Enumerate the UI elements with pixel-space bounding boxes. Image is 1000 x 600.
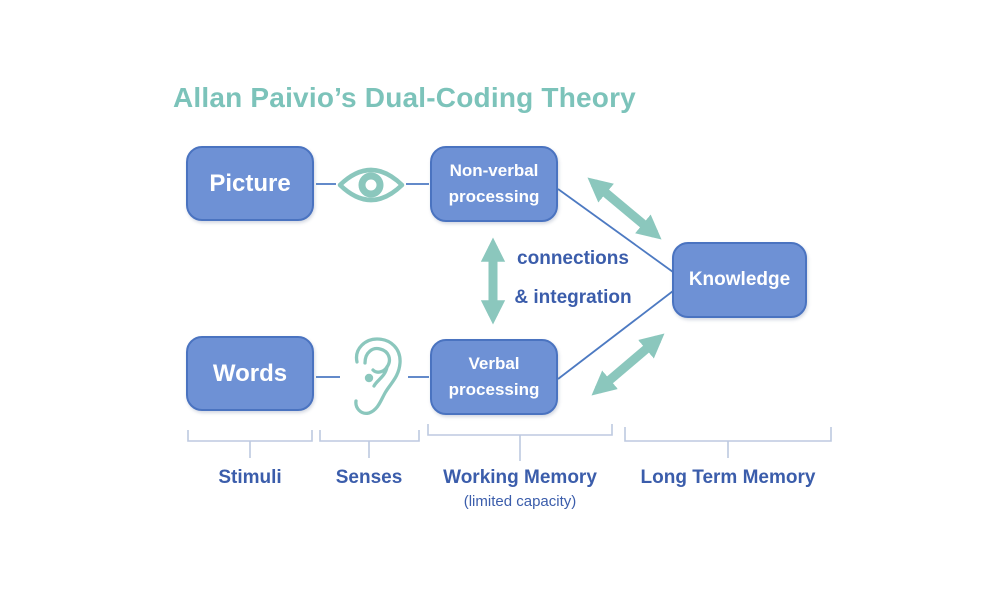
senses-label: Senses	[335, 467, 403, 488]
arrow-verbal-knowledge	[591, 333, 665, 396]
working-memory-label: Working Memory	[443, 467, 597, 488]
picture-box: Picture	[186, 146, 314, 221]
arrow-nonverbal-knowledge	[587, 177, 662, 240]
limited-capacity-label: (limited capacity)	[463, 493, 577, 510]
knowledge-box: Knowledge	[672, 242, 807, 318]
ear-icon	[354, 337, 402, 415]
words-box: Words	[186, 336, 314, 411]
bracket-senses	[319, 430, 420, 458]
association-arrows	[480, 177, 665, 396]
verbal-processing-box: Verbal processing	[430, 339, 558, 415]
stage-brackets	[187, 424, 832, 461]
diagram-title: Allan Paivio’s Dual-Coding Theory	[173, 82, 636, 113]
nonverbal-processing-box: Non-verbal processing	[430, 146, 558, 222]
bracket-working-memory	[427, 424, 613, 461]
bracket-long-term-memory	[624, 427, 832, 458]
long-term-memory-label: Long Term Memory	[640, 467, 816, 488]
bracket-stimuli	[187, 430, 313, 458]
connections-label: connections	[517, 248, 629, 269]
integration-label: & integration	[514, 287, 632, 308]
stimuli-label: Stimuli	[218, 467, 282, 488]
eye-icon	[337, 167, 405, 203]
